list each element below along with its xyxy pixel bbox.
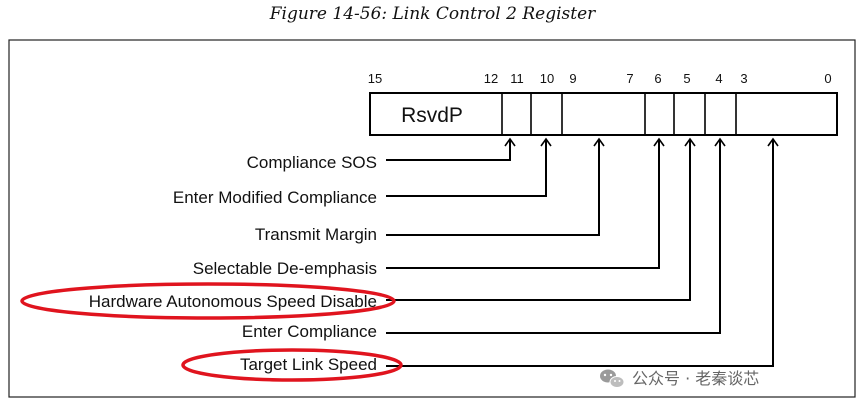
bit-number: 10 — [540, 71, 554, 86]
field-label-enter-compliance: Enter Compliance — [242, 322, 377, 341]
highlight-ellipse-hardware-autonomous-speed-disable — [20, 282, 396, 320]
watermark-text: 公众号 · 老秦谈芯 — [632, 369, 759, 388]
bit-number: 4 — [715, 71, 722, 86]
watermark: 公众号 · 老秦谈芯 — [600, 369, 759, 388]
connector-selectable-de-emphasis — [386, 137, 665, 269]
connector-enter-modified-compliance — [386, 137, 552, 197]
field-labels: Compliance SOS Enter Modified Compliance… — [89, 153, 377, 374]
bit-number: 9 — [569, 71, 576, 86]
field-label-selectable-de-emphasis: Selectable De-emphasis — [193, 259, 377, 278]
bit-number: 7 — [626, 71, 633, 86]
field-label-target-link-speed: Target Link Speed — [240, 355, 377, 374]
highlight-marks — [20, 282, 403, 382]
wechat-icon — [600, 369, 625, 388]
highlight-ellipse-target-link-speed — [181, 348, 403, 382]
connector-compliance-sos — [386, 137, 516, 161]
connector-transmit-margin — [386, 137, 605, 236]
field-label-compliance-sos: Compliance SOS — [247, 153, 377, 172]
field-connectors — [386, 137, 779, 367]
bit-number: 12 — [484, 71, 498, 86]
connector-target-link-speed — [386, 137, 779, 367]
bit-number: 0 — [824, 71, 831, 86]
field-label-hardware-autonomous-speed-disable: Hardware Autonomous Speed Disable — [89, 292, 377, 311]
field-label-transmit-margin: Transmit Margin — [255, 225, 377, 244]
bit-number: 15 — [368, 71, 382, 86]
bit-number: 3 — [740, 71, 747, 86]
bit-number-labels: 15 12 11 10 9 7 6 5 4 3 0 — [368, 71, 832, 86]
register-outline — [369, 92, 838, 136]
figure-caption: Figure 14-56: Link Control 2 Register — [269, 4, 596, 24]
reserved-field-label: RsvdP — [401, 104, 463, 127]
connector-enter-compliance — [386, 137, 726, 334]
register-box: RsvdP — [369, 92, 838, 136]
bit-number: 5 — [683, 71, 690, 86]
connector-hardware-autonomous-speed-disable — [386, 137, 696, 301]
field-label-enter-modified-compliance: Enter Modified Compliance — [173, 188, 377, 207]
bit-number: 11 — [510, 71, 524, 86]
bit-number: 6 — [654, 71, 661, 86]
